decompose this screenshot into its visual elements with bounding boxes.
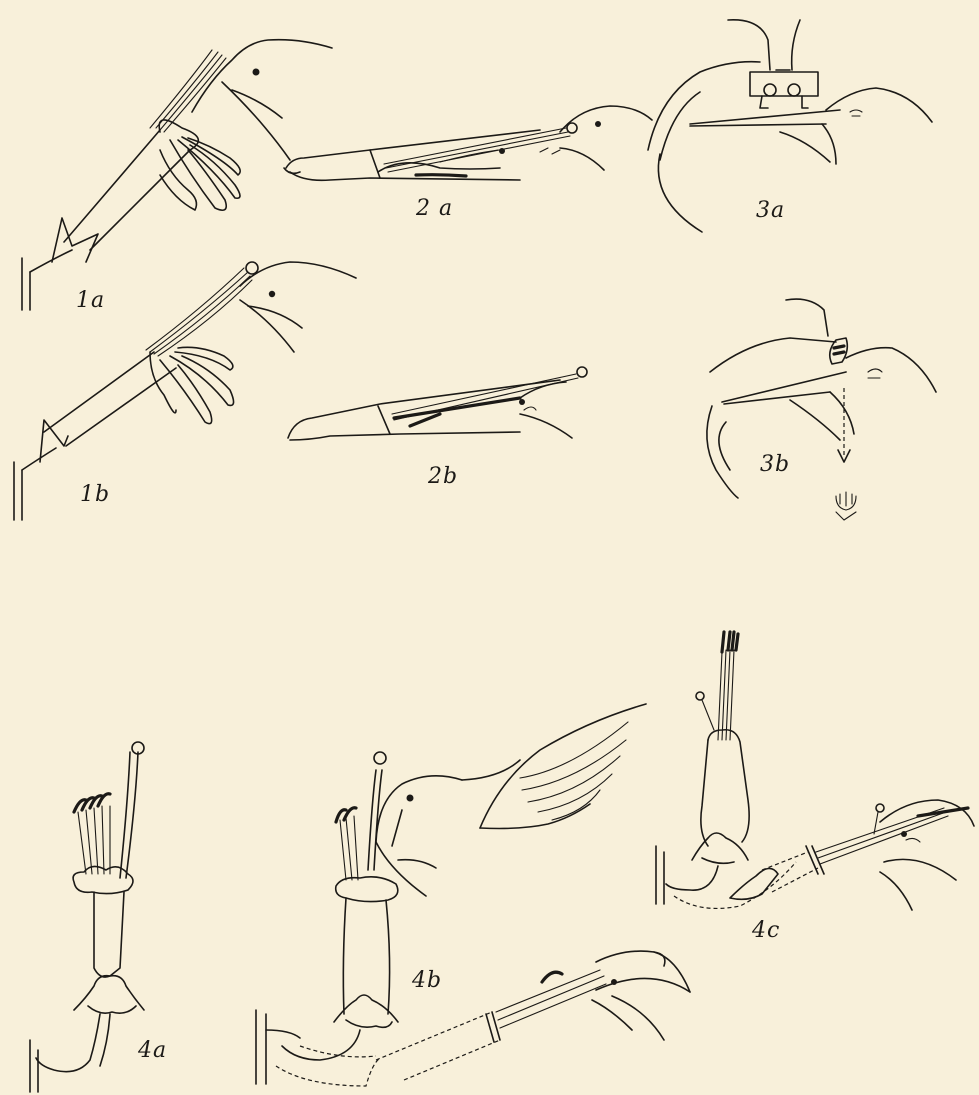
figure-label-2b: 2b xyxy=(428,464,458,489)
figure-label-2a: 2 a xyxy=(416,196,453,221)
figure-2a-drawing xyxy=(284,106,652,180)
figure-2b-drawing xyxy=(288,367,587,440)
figure-4c-drawing xyxy=(656,632,974,910)
figure-label-4b: 4b xyxy=(412,968,442,993)
figure-3a-drawing xyxy=(648,20,932,232)
figure-label-1a: 1a xyxy=(76,288,105,313)
figure-3b-drawing xyxy=(707,299,936,520)
figure-label-4c: 4c xyxy=(752,918,780,943)
figure-4a-drawing xyxy=(30,742,144,1092)
figure-label-3a: 3a xyxy=(756,198,785,223)
figure-1b-drawing xyxy=(14,262,356,520)
figure-label-4a: 4a xyxy=(138,1038,167,1063)
figure-1a-drawing xyxy=(22,40,332,310)
figure-4b-drawing xyxy=(256,704,690,1086)
figure-label-3b: 3b xyxy=(760,452,790,477)
figure-label-1b: 1b xyxy=(80,482,110,507)
